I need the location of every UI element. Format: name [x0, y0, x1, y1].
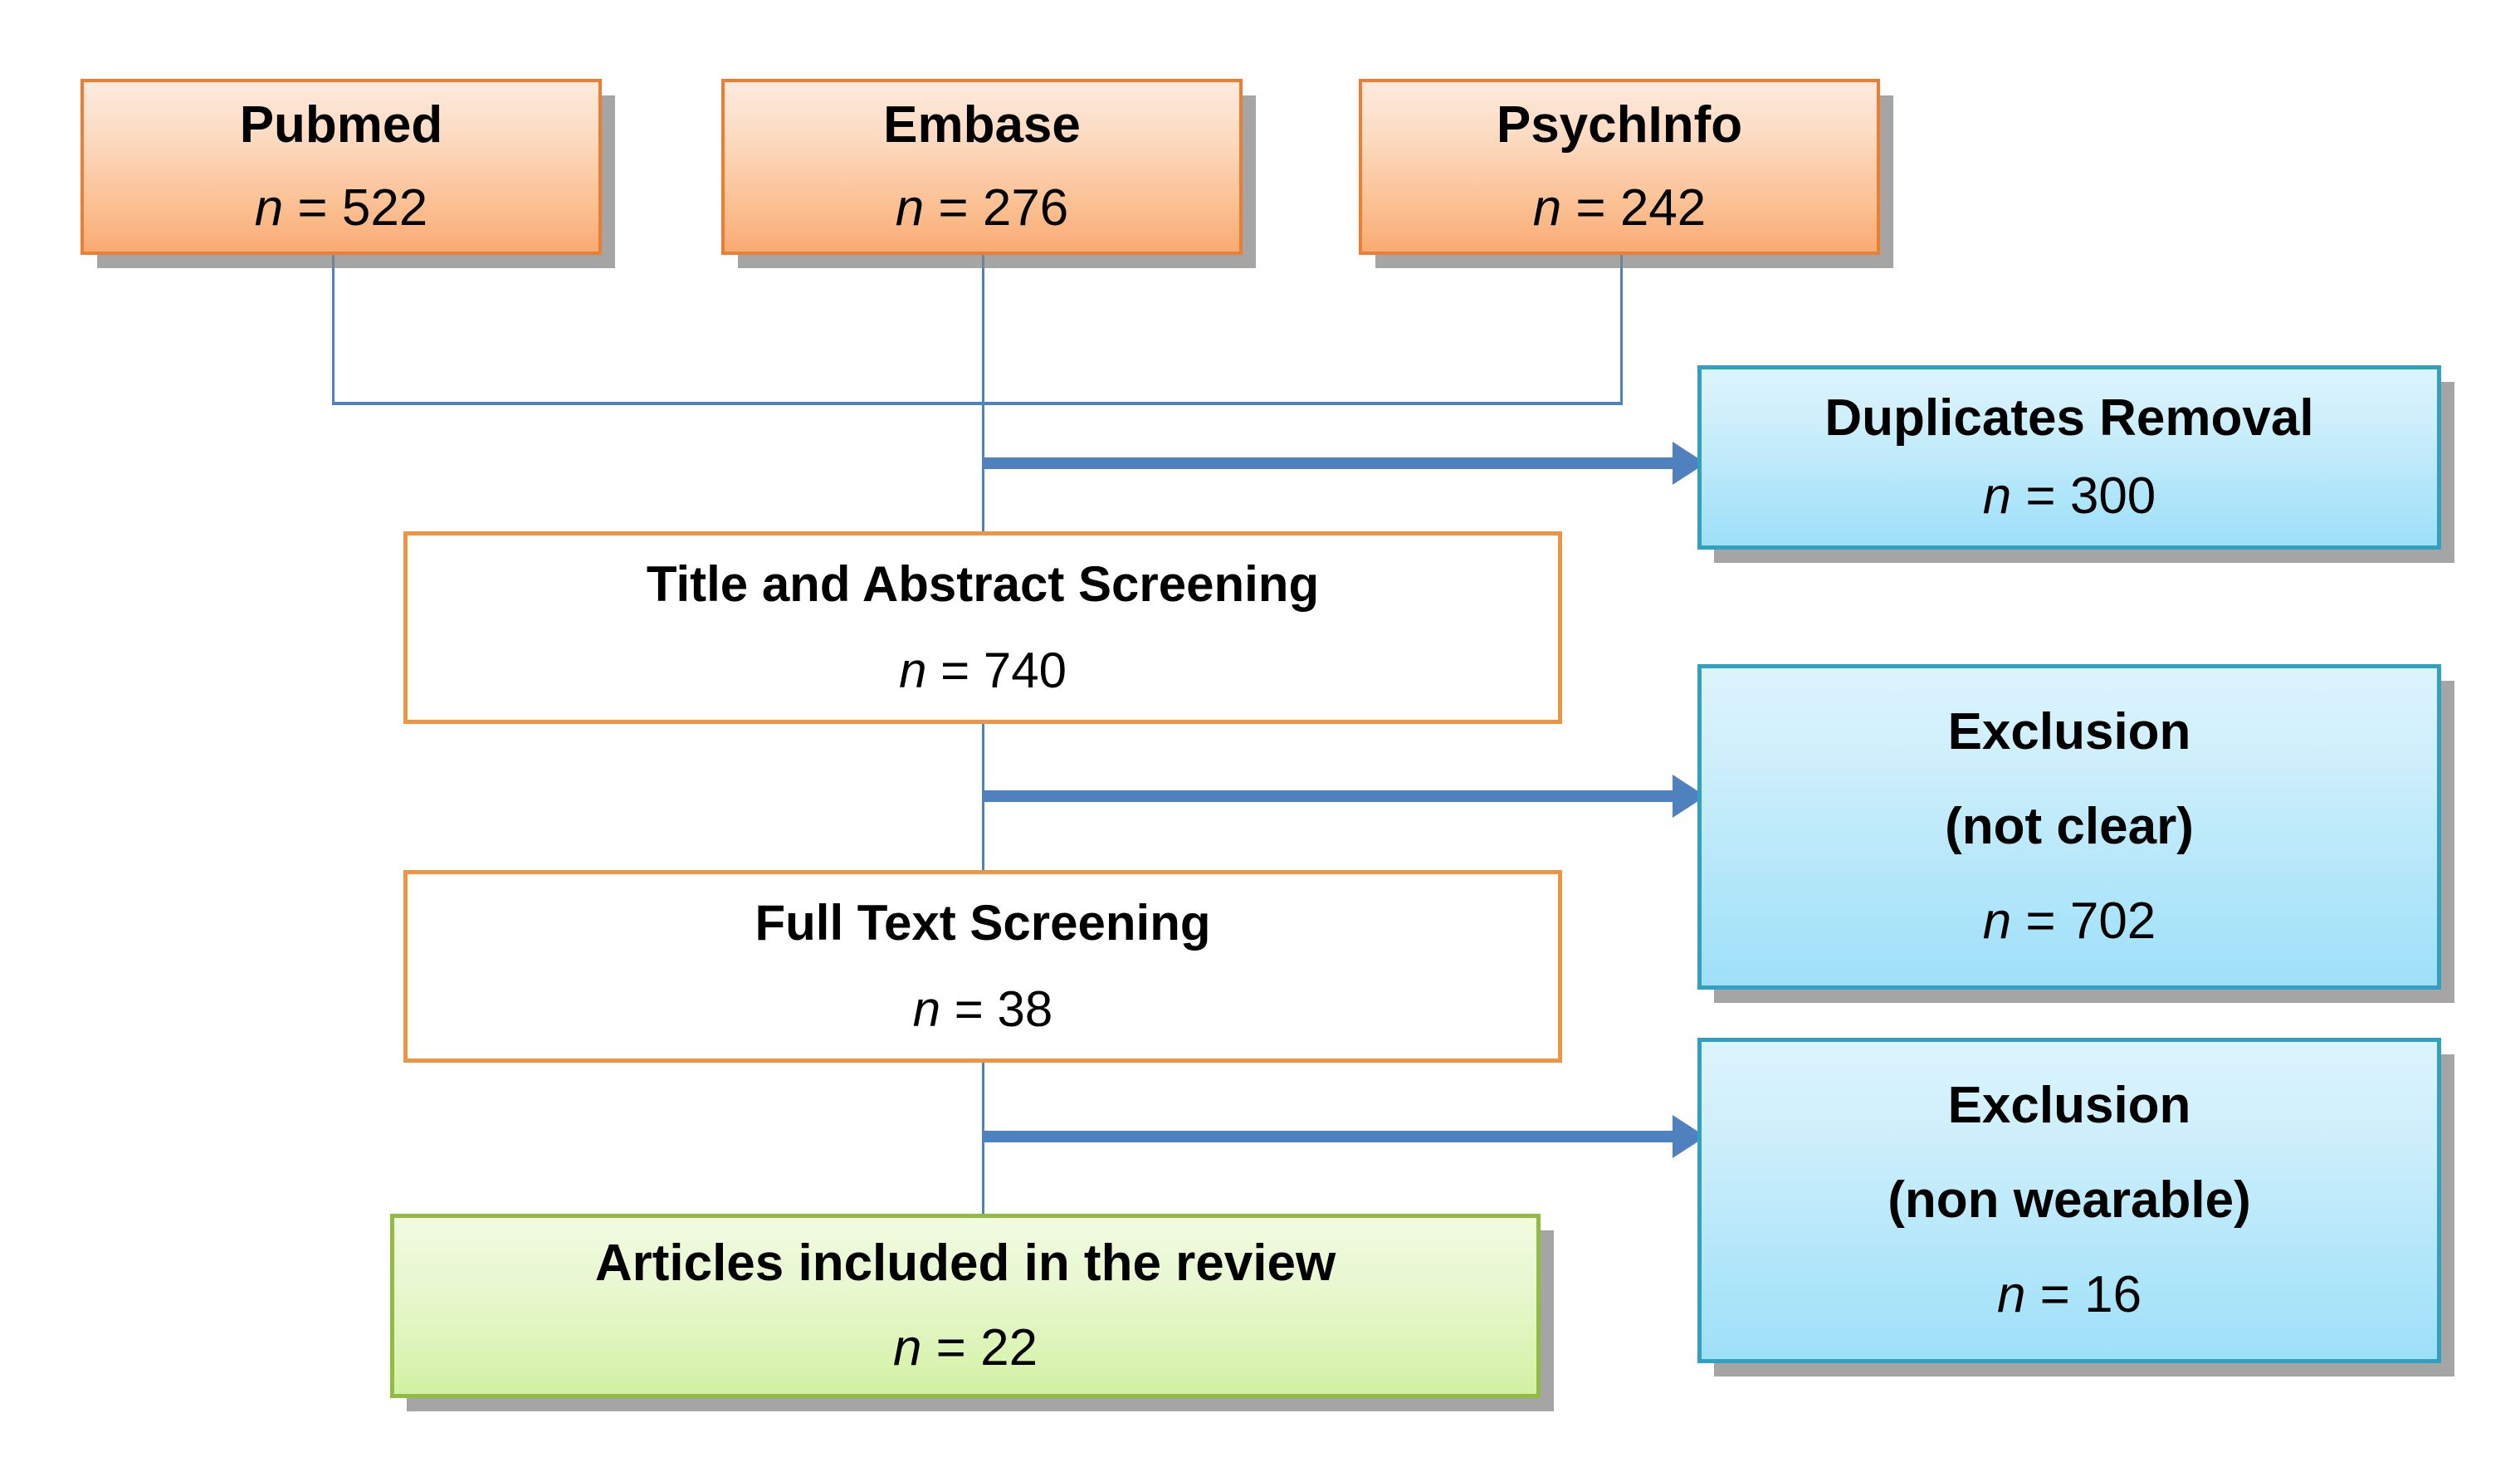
n-symbol: n [895, 179, 925, 237]
count-value: 522 [341, 179, 428, 237]
exclusion-label: Exclusion [1947, 1077, 2191, 1135]
included-count: n = 22 [893, 1321, 1038, 1376]
stage-count: n = 740 [899, 644, 1067, 697]
stage-box-full-text-screening[interactable]: Full Text Screening n = 38 [403, 870, 1562, 1063]
arrow-shaft [982, 457, 1678, 469]
equals-sign: = [2025, 1265, 2085, 1323]
arrow-to-duplicates-removal [982, 442, 1706, 485]
exclusion-label: Exclusion [1947, 703, 2191, 761]
stage-label: Title and Abstract Screening [646, 556, 1320, 613]
connector-pubmed-down [332, 249, 335, 405]
exclusion-label: Duplicates Removal [1824, 389, 2314, 447]
count-value: 38 [997, 981, 1053, 1037]
n-symbol: n [892, 1319, 922, 1376]
arrow-to-exclusion-non-wearable [982, 1115, 1706, 1158]
source-label: PsychInfo [1496, 96, 1743, 154]
exclusion-sublabel: (non wearable) [1888, 1171, 2251, 1230]
source-box-psychinfo[interactable]: PsychInfo n = 242 [1359, 79, 1880, 255]
n-symbol: n [1982, 892, 2012, 950]
exclusion-count: n = 702 [1982, 892, 2156, 950]
exclusion-box-non-wearable[interactable]: Exclusion (non wearable) n = 16 [1697, 1038, 2441, 1363]
equals-sign: = [283, 179, 342, 237]
equals-sign: = [940, 981, 998, 1037]
count-value: 300 [2069, 467, 2156, 525]
n-symbol: n [1982, 467, 2012, 525]
source-count: n = 522 [255, 181, 428, 236]
equals-sign: = [2011, 467, 2070, 525]
exclusion-count: n = 16 [1996, 1265, 2142, 1323]
exclusion-box-not-clear[interactable]: Exclusion (not clear) n = 702 [1697, 664, 2441, 990]
arrow-to-exclusion-not-clear [982, 775, 1706, 818]
n-symbol: n [912, 981, 941, 1037]
connector-main-spine-2 [982, 729, 984, 928]
arrow-shaft [982, 1131, 1678, 1142]
count-value: 740 [983, 643, 1067, 698]
stage-box-title-abstract-screening[interactable]: Title and Abstract Screening n = 740 [403, 531, 1562, 724]
count-value: 242 [1619, 179, 1707, 237]
equals-sign: = [921, 1319, 981, 1376]
included-label: Articles included in the review [594, 1235, 1336, 1293]
n-symbol: n [254, 179, 284, 237]
count-value: 22 [980, 1319, 1038, 1376]
equals-sign: = [926, 643, 984, 698]
connector-psychinfo-down [1620, 249, 1623, 405]
count-value: 702 [2069, 892, 2156, 950]
included-box-articles-included[interactable]: Articles included in the review n = 22 [390, 1214, 1541, 1398]
count-value: 276 [982, 179, 1069, 237]
stage-label: Full Text Screening [755, 895, 1211, 951]
connector-sources-junction [332, 402, 1623, 405]
equals-sign: = [1561, 179, 1620, 237]
source-count: n = 276 [896, 181, 1069, 236]
exclusion-box-duplicates-removal[interactable]: Duplicates Removal n = 300 [1697, 365, 2441, 550]
source-count: n = 242 [1533, 181, 1707, 236]
source-label: Pubmed [239, 96, 443, 154]
count-value: 16 [2084, 1265, 2142, 1323]
arrow-shaft [982, 790, 1678, 802]
exclusion-count: n = 300 [1983, 469, 2156, 524]
equals-sign: = [2011, 892, 2070, 950]
n-symbol: n [1996, 1265, 2026, 1323]
source-box-pubmed[interactable]: Pubmed n = 522 [81, 79, 602, 255]
equals-sign: = [924, 179, 983, 237]
stage-count: n = 38 [913, 983, 1053, 1036]
n-symbol: n [899, 643, 927, 698]
n-symbol: n [1532, 179, 1562, 237]
source-box-embase[interactable]: Embase n = 276 [721, 79, 1243, 255]
exclusion-sublabel: (not clear) [1945, 798, 2194, 856]
source-label: Embase [883, 96, 1081, 154]
